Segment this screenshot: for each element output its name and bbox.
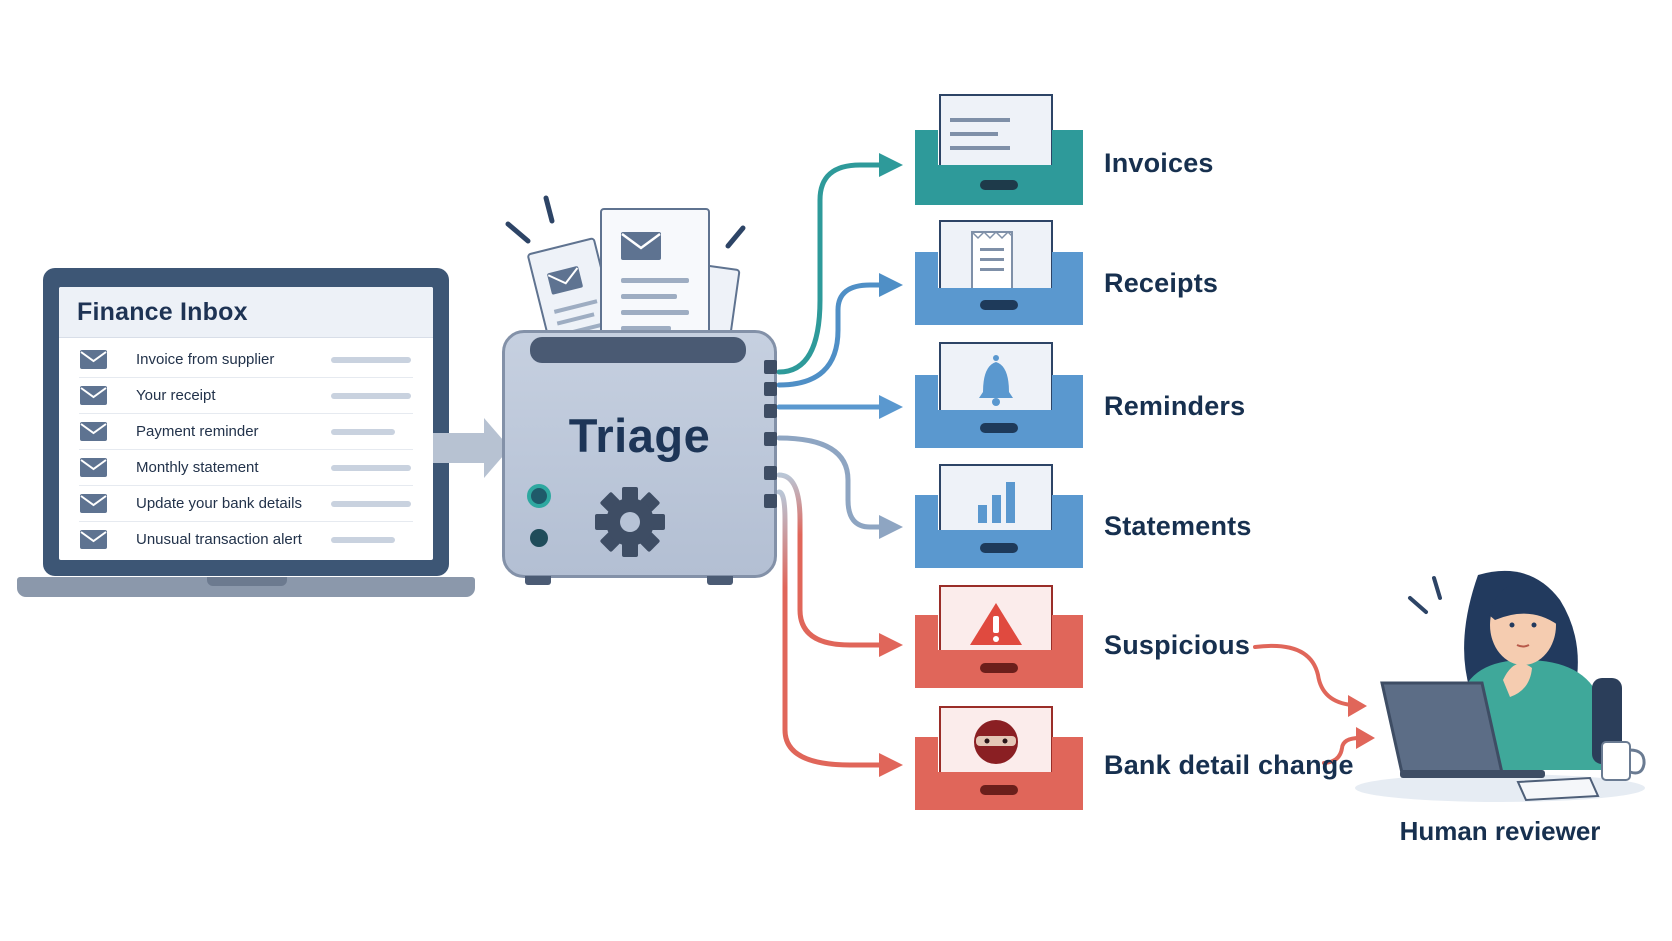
inbox-row-receipt[interactable]: Your receipt (79, 378, 413, 414)
escalation-arrows (1253, 643, 1362, 765)
bin-statements (915, 464, 1083, 568)
envelope-icon (80, 494, 107, 513)
bin-suspicious (915, 585, 1083, 688)
escalation-arrowheads (1348, 695, 1375, 749)
arrow-suspicious-to-reviewer (1253, 643, 1354, 707)
envelope-icon (80, 422, 107, 441)
bin-receipts (915, 220, 1083, 325)
arrow-to-bank-detail-change (776, 489, 888, 768)
email-subject: Update your bank details (136, 495, 302, 512)
arrow-to-invoices (776, 162, 888, 375)
inbox-row-statement[interactable]: Monthly statement (79, 450, 413, 486)
incoming-papers (505, 195, 746, 360)
envelope-icon (80, 386, 107, 405)
email-preview-placeholder (331, 500, 411, 507)
bin-bank-detail-change (915, 706, 1083, 810)
bin-invoices (915, 94, 1083, 205)
email-preview-placeholder (331, 536, 395, 543)
arrow-bank-change-to-reviewer (1322, 736, 1362, 765)
email-subject: Unusual transaction alert (136, 531, 302, 548)
inbox-title: Finance Inbox (77, 297, 248, 326)
laptop-notch (207, 577, 287, 586)
arrow-to-receipts (776, 282, 888, 388)
inbox-header: Finance Inbox (59, 287, 433, 338)
email-subject: Payment reminder (136, 423, 259, 440)
envelope-icon (80, 530, 107, 549)
inbox-list: Invoice from supplier Your receipt Payme… (59, 338, 433, 557)
bin-reminders (915, 342, 1083, 448)
laptop-base (17, 577, 475, 597)
triage-label: Triage (568, 409, 711, 462)
person-at-laptop-icon (1355, 570, 1646, 802)
paper-center (600, 208, 710, 356)
bin-label-reminders: Reminders (1104, 391, 1246, 421)
routing-arrows (776, 162, 888, 768)
email-preview-placeholder (331, 392, 411, 399)
email-subject: Monthly statement (136, 459, 259, 476)
inbox-row-bank-details[interactable]: Update your bank details (79, 486, 413, 522)
envelope-icon (80, 350, 107, 369)
email-preview-placeholder (331, 356, 411, 363)
finance-inbox-panel: Finance Inbox Invoice from supplier Your… (59, 287, 433, 560)
bin-label-statements: Statements (1104, 511, 1252, 541)
email-subject: Invoice from supplier (136, 351, 275, 368)
reviewer-label: Human reviewer (1399, 816, 1601, 846)
machine-foot-left (525, 576, 551, 585)
inbox-to-triage-arrow (433, 418, 510, 478)
triage-input-slot (530, 337, 746, 363)
email-preview-placeholder (331, 428, 395, 435)
email-preview-placeholder (331, 464, 411, 471)
bin-label-invoices: Invoices (1104, 148, 1214, 178)
arrow-to-statements (776, 435, 888, 530)
email-subject: Your receipt (136, 387, 216, 404)
inbox-row-invoice[interactable]: Invoice from supplier (79, 342, 413, 378)
inbox-row-reminder[interactable]: Payment reminder (79, 414, 413, 450)
inbox-row-unusual-transaction[interactable]: Unusual transaction alert (79, 522, 413, 557)
machine-foot-right (707, 576, 733, 585)
bin-label-suspicious: Suspicious (1104, 630, 1251, 660)
motion-ticks (505, 195, 746, 249)
envelope-icon (80, 458, 107, 477)
arrow-to-suspicious (776, 472, 888, 648)
bin-label-receipts: Receipts (1104, 268, 1219, 298)
arrowheads (879, 153, 903, 777)
bin-label-bank-detail-change: Bank detail change (1104, 750, 1354, 780)
